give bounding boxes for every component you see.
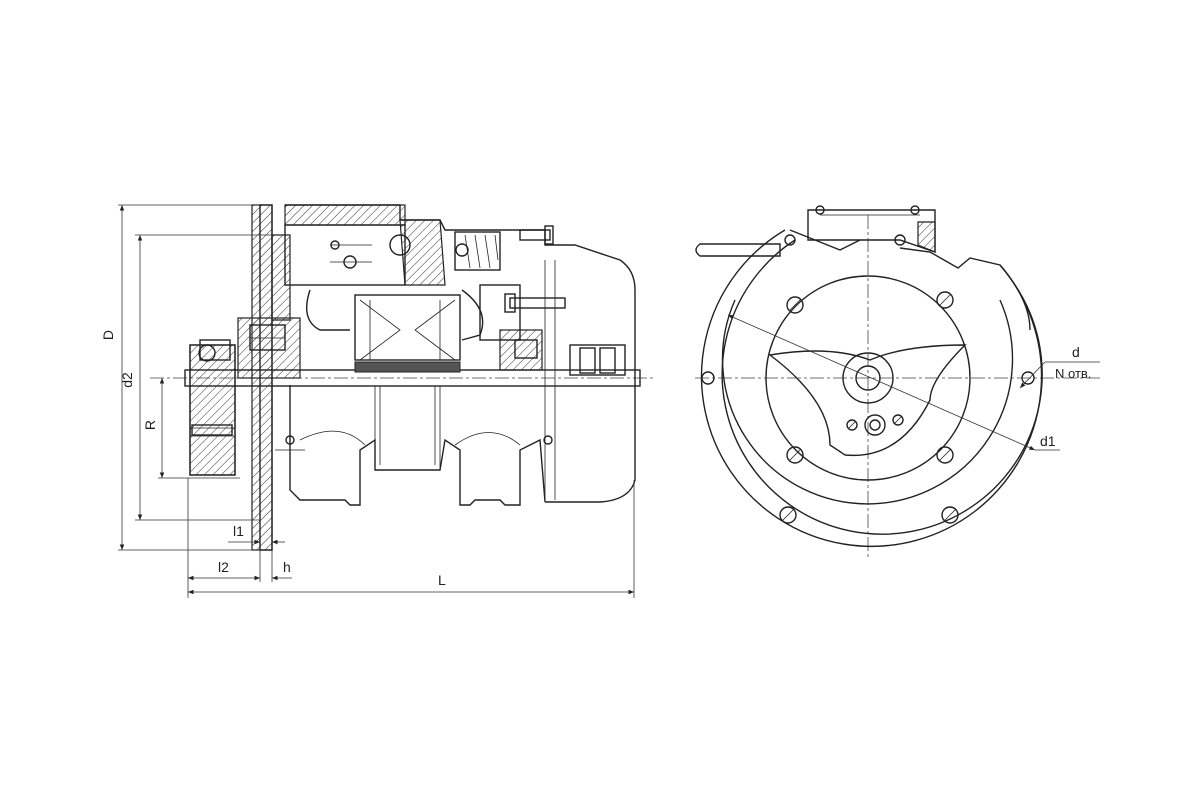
outer-flange <box>700 229 1043 548</box>
mounting-hole <box>701 371 715 385</box>
unbalance-weight-front <box>768 344 967 457</box>
handle <box>695 243 781 257</box>
dimension-L-label: L <box>438 572 446 588</box>
bolt-hole <box>892 414 904 426</box>
dimension-l2-label: l2 <box>218 559 229 575</box>
winding-end <box>306 289 350 331</box>
dimension-D-label: D <box>100 330 116 340</box>
front-view: d1 d N отв. <box>695 205 1100 560</box>
bolt <box>504 293 566 313</box>
dimension-d2-label: d2 <box>119 372 135 388</box>
unbalance-weight <box>189 344 236 476</box>
bolt-hole <box>846 419 858 431</box>
bolt-hole <box>936 446 954 464</box>
bolt-hole <box>936 291 954 309</box>
housing-lower-body <box>289 385 546 506</box>
bolt-hole <box>779 506 797 524</box>
terminal-box-front <box>807 209 936 253</box>
end-cap <box>569 344 626 376</box>
bolt <box>191 424 233 436</box>
stator <box>354 294 461 373</box>
dimension-l1-label: l1 <box>233 523 244 539</box>
hole-count-label: N отв. <box>1055 366 1091 381</box>
side-view: D d2 R l1 l2 h L <box>100 204 655 598</box>
right-bearing-housing <box>499 329 543 371</box>
bolt <box>519 225 554 245</box>
cable-gland <box>454 231 501 271</box>
bolt-hole <box>941 506 959 524</box>
terminal-box <box>284 224 406 286</box>
left-bearing-housing <box>237 317 301 379</box>
dimension-R-label: R <box>142 420 158 430</box>
flange-boss <box>271 234 291 321</box>
bolt-hole <box>786 296 804 314</box>
dimension-d-label: d <box>1072 344 1080 360</box>
dimension-d1 <box>727 314 1036 451</box>
terminal-box-cover <box>284 204 406 226</box>
dimension-d1-label: d1 <box>1040 433 1056 449</box>
dimension-h-label: h <box>283 559 291 575</box>
